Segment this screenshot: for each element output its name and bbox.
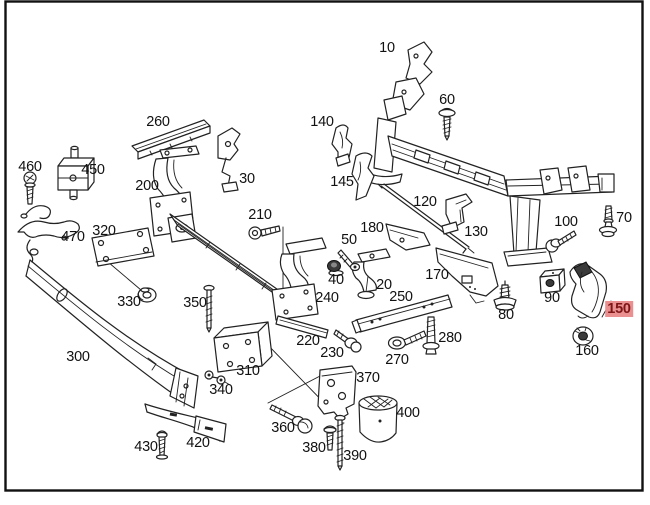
part-label-50[interactable]: 50 [341, 232, 357, 248]
part-label-340[interactable]: 340 [209, 382, 233, 398]
part-label-230[interactable]: 230 [320, 345, 344, 361]
part-180-drawing [385, 223, 431, 251]
part-150-drawing [569, 261, 607, 319]
part-140-drawing [331, 124, 353, 167]
part-90-drawing [539, 268, 566, 294]
part-470-drawing [17, 205, 80, 263]
part-label-310[interactable]: 310 [236, 363, 260, 379]
part-100-drawing [545, 230, 577, 253]
part-label-40[interactable]: 40 [328, 272, 344, 288]
part-label-80[interactable]: 80 [498, 307, 514, 323]
part-250-drawing [351, 294, 453, 334]
part-label-360[interactable]: 360 [271, 420, 295, 436]
part-400-drawing [358, 395, 398, 443]
part-80-drawing [493, 280, 517, 311]
part-label-160[interactable]: 160 [575, 343, 599, 359]
part-label-330[interactable]: 330 [117, 294, 141, 310]
part-label-120[interactable]: 120 [413, 194, 437, 210]
part-label-200[interactable]: 200 [135, 178, 159, 194]
part-label-270[interactable]: 270 [385, 352, 409, 368]
part-300-drawing [25, 259, 199, 409]
part-label-20[interactable]: 20 [376, 277, 392, 293]
lower-crossmember-drawing [149, 191, 327, 321]
part-145-drawing [351, 152, 375, 201]
part-230-drawing [333, 329, 362, 353]
part-label-250[interactable]: 250 [389, 289, 413, 305]
part-130-drawing [441, 193, 473, 235]
part-370-drawing [317, 365, 357, 424]
part-label-210[interactable]: 210 [248, 207, 272, 223]
part-label-420[interactable]: 420 [186, 435, 210, 451]
part-label-470[interactable]: 470 [61, 229, 85, 245]
part-label-130[interactable]: 130 [464, 224, 488, 240]
part-340-drawing [204, 370, 231, 386]
part-50-drawing [337, 249, 361, 272]
part-label-300[interactable]: 300 [66, 349, 90, 365]
part-label-180[interactable]: 180 [360, 220, 384, 236]
part-label-10[interactable]: 10 [379, 40, 395, 56]
part-350-drawing [203, 284, 215, 333]
part-170-drawing [435, 247, 499, 304]
part-270-drawing [387, 330, 427, 350]
part-label-400[interactable]: 400 [396, 405, 420, 421]
part-label-450[interactable]: 450 [81, 162, 105, 178]
part-430-drawing [155, 430, 169, 460]
part-label-170[interactable]: 170 [425, 267, 449, 283]
part-360-drawing [269, 404, 313, 434]
part-320-drawing [91, 227, 155, 267]
part-label-320[interactable]: 320 [92, 223, 116, 239]
part-310-drawing [213, 321, 273, 373]
part-380-drawing [323, 425, 337, 451]
part-label-145[interactable]: 145 [330, 174, 354, 190]
part-label-260[interactable]: 260 [146, 114, 170, 130]
part-label-390[interactable]: 390 [343, 448, 367, 464]
part-label-100[interactable]: 100 [554, 214, 578, 230]
part-label-280[interactable]: 280 [438, 330, 462, 346]
part-220-drawing [275, 315, 329, 339]
part-10-drawing [363, 41, 615, 267]
diagram-border [4, 0, 644, 492]
part-label-430[interactable]: 430 [134, 439, 158, 455]
part-label-220[interactable]: 220 [296, 333, 320, 349]
part-260-drawing [131, 119, 211, 160]
part-label-140[interactable]: 140 [310, 114, 334, 130]
part-label-350[interactable]: 350 [183, 295, 207, 311]
part-label-30[interactable]: 30 [239, 171, 255, 187]
part-label-380[interactable]: 380 [302, 440, 326, 456]
part-label-90[interactable]: 90 [544, 290, 560, 306]
part-30-drawing [217, 127, 241, 193]
part-280-drawing [422, 316, 440, 355]
part-210-drawing [248, 225, 281, 240]
part-label-460[interactable]: 460 [18, 159, 42, 175]
part-420-drawing [144, 403, 227, 443]
part-120-drawing [377, 183, 475, 254]
part-390-drawing [334, 414, 346, 471]
part-70-drawing [598, 205, 618, 238]
part-label-240[interactable]: 240 [315, 290, 339, 306]
part-460-drawing [23, 171, 37, 205]
part-60-drawing [438, 107, 456, 141]
part-label-370[interactable]: 370 [356, 370, 380, 386]
part-label-60[interactable]: 60 [439, 92, 455, 108]
part-330-drawing [137, 287, 157, 303]
part-label-150[interactable]: 150 [605, 301, 633, 317]
part-40-drawing [327, 260, 344, 277]
part-label-70[interactable]: 70 [616, 210, 632, 226]
part-450-drawing [57, 145, 95, 201]
part-160-drawing [572, 326, 594, 346]
